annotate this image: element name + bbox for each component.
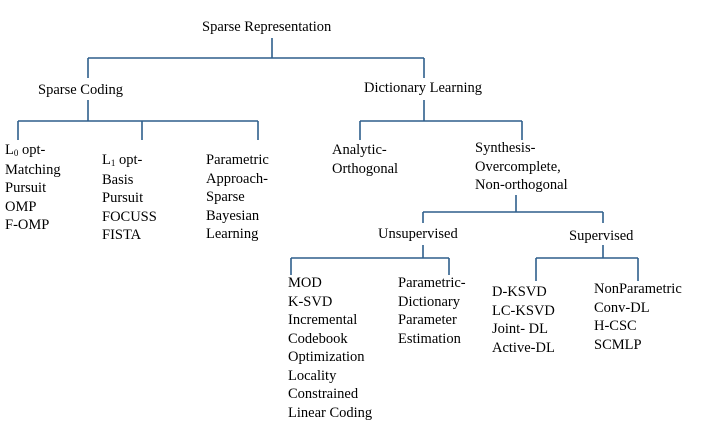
node-line: SCMLP <box>594 336 642 353</box>
node-line: Codebook <box>288 330 348 347</box>
node-synthesis: Synthesis- Overcomplete, Non-orthogonal <box>475 139 568 195</box>
node-dksvd: D-KSVD LC-KSVD Joint- DL Active-DL <box>492 283 555 357</box>
node-line: Dictionary <box>398 293 461 310</box>
node-line: Basis <box>102 171 134 188</box>
node-line: Parametric- <box>398 275 466 291</box>
node-line: D-KSVD <box>492 284 547 300</box>
node-line: Constrained <box>288 386 359 402</box>
node-line: L0 opt- <box>5 142 46 158</box>
node-line: MOD <box>288 275 322 291</box>
node-line: Pursuit <box>5 180 47 196</box>
node-line: Synthesis- <box>475 140 536 156</box>
node-supervised: Supervised <box>569 228 634 244</box>
node-line: Overcomplete, <box>475 158 561 175</box>
node-analytic-orthogonal: Analytic- Orthogonal <box>332 141 398 178</box>
node-line: Non-orthogonal <box>475 177 568 193</box>
node-line: Incremental <box>288 312 358 328</box>
node-l0-optimization: L0 opt- Matching Pursuit OMP F-OMP <box>5 141 61 235</box>
node-line: OMP <box>5 198 37 215</box>
node-nonparametric: NonParametric Conv-DL H-CSC SCMLP <box>594 280 682 354</box>
node-line: Active-DL <box>492 339 555 356</box>
node-line: K-SVD <box>288 293 333 310</box>
node-line: F-OMP <box>5 217 50 233</box>
node-line: Analytic- <box>332 142 387 158</box>
node-line: Linear Coding <box>288 404 373 421</box>
node-line: FISTA <box>102 227 142 243</box>
node-parametric-dictionary: Parametric- Dictionary Parameter Estimat… <box>398 274 466 348</box>
node-parametric-approach: Parametric Approach- Sparse Bayesian Lea… <box>206 151 269 244</box>
node-line: Matching <box>5 161 61 178</box>
node-line: Learning <box>206 226 259 242</box>
node-unsupervised: Unsupervised <box>378 226 458 242</box>
node-line: Parametric <box>206 152 269 168</box>
node-sparse-representation: Sparse Representation <box>202 19 332 35</box>
node-line: Approach- <box>206 170 269 187</box>
node-line: LC-KSVD <box>492 302 555 319</box>
node-line: Parameter <box>398 312 457 328</box>
node-line: Optimization <box>288 349 365 365</box>
node-dictionary-learning: Dictionary Learning <box>364 80 482 96</box>
node-line: FOCUSS <box>102 208 157 225</box>
node-l1-optimization: L1 opt- Basis Pursuit FOCUSS FISTA <box>102 151 157 245</box>
node-line: Locality <box>288 367 337 384</box>
node-line: Pursuit <box>102 190 144 206</box>
node-line: Orthogonal <box>332 160 399 177</box>
node-line: H-CSC <box>594 318 637 334</box>
node-line: Estimation <box>398 330 461 347</box>
node-line: L1 opt- <box>102 152 143 168</box>
node-line: Bayesian <box>206 207 260 224</box>
node-line: NonParametric <box>594 281 682 297</box>
node-line: Conv-DL <box>594 299 650 316</box>
node-sparse-coding: Sparse Coding <box>38 82 123 98</box>
node-mod-ksvd: MOD K-SVD Incremental Codebook Optimizat… <box>288 274 372 422</box>
node-line: Sparse <box>206 189 245 205</box>
node-line: Joint- DL <box>492 321 548 337</box>
